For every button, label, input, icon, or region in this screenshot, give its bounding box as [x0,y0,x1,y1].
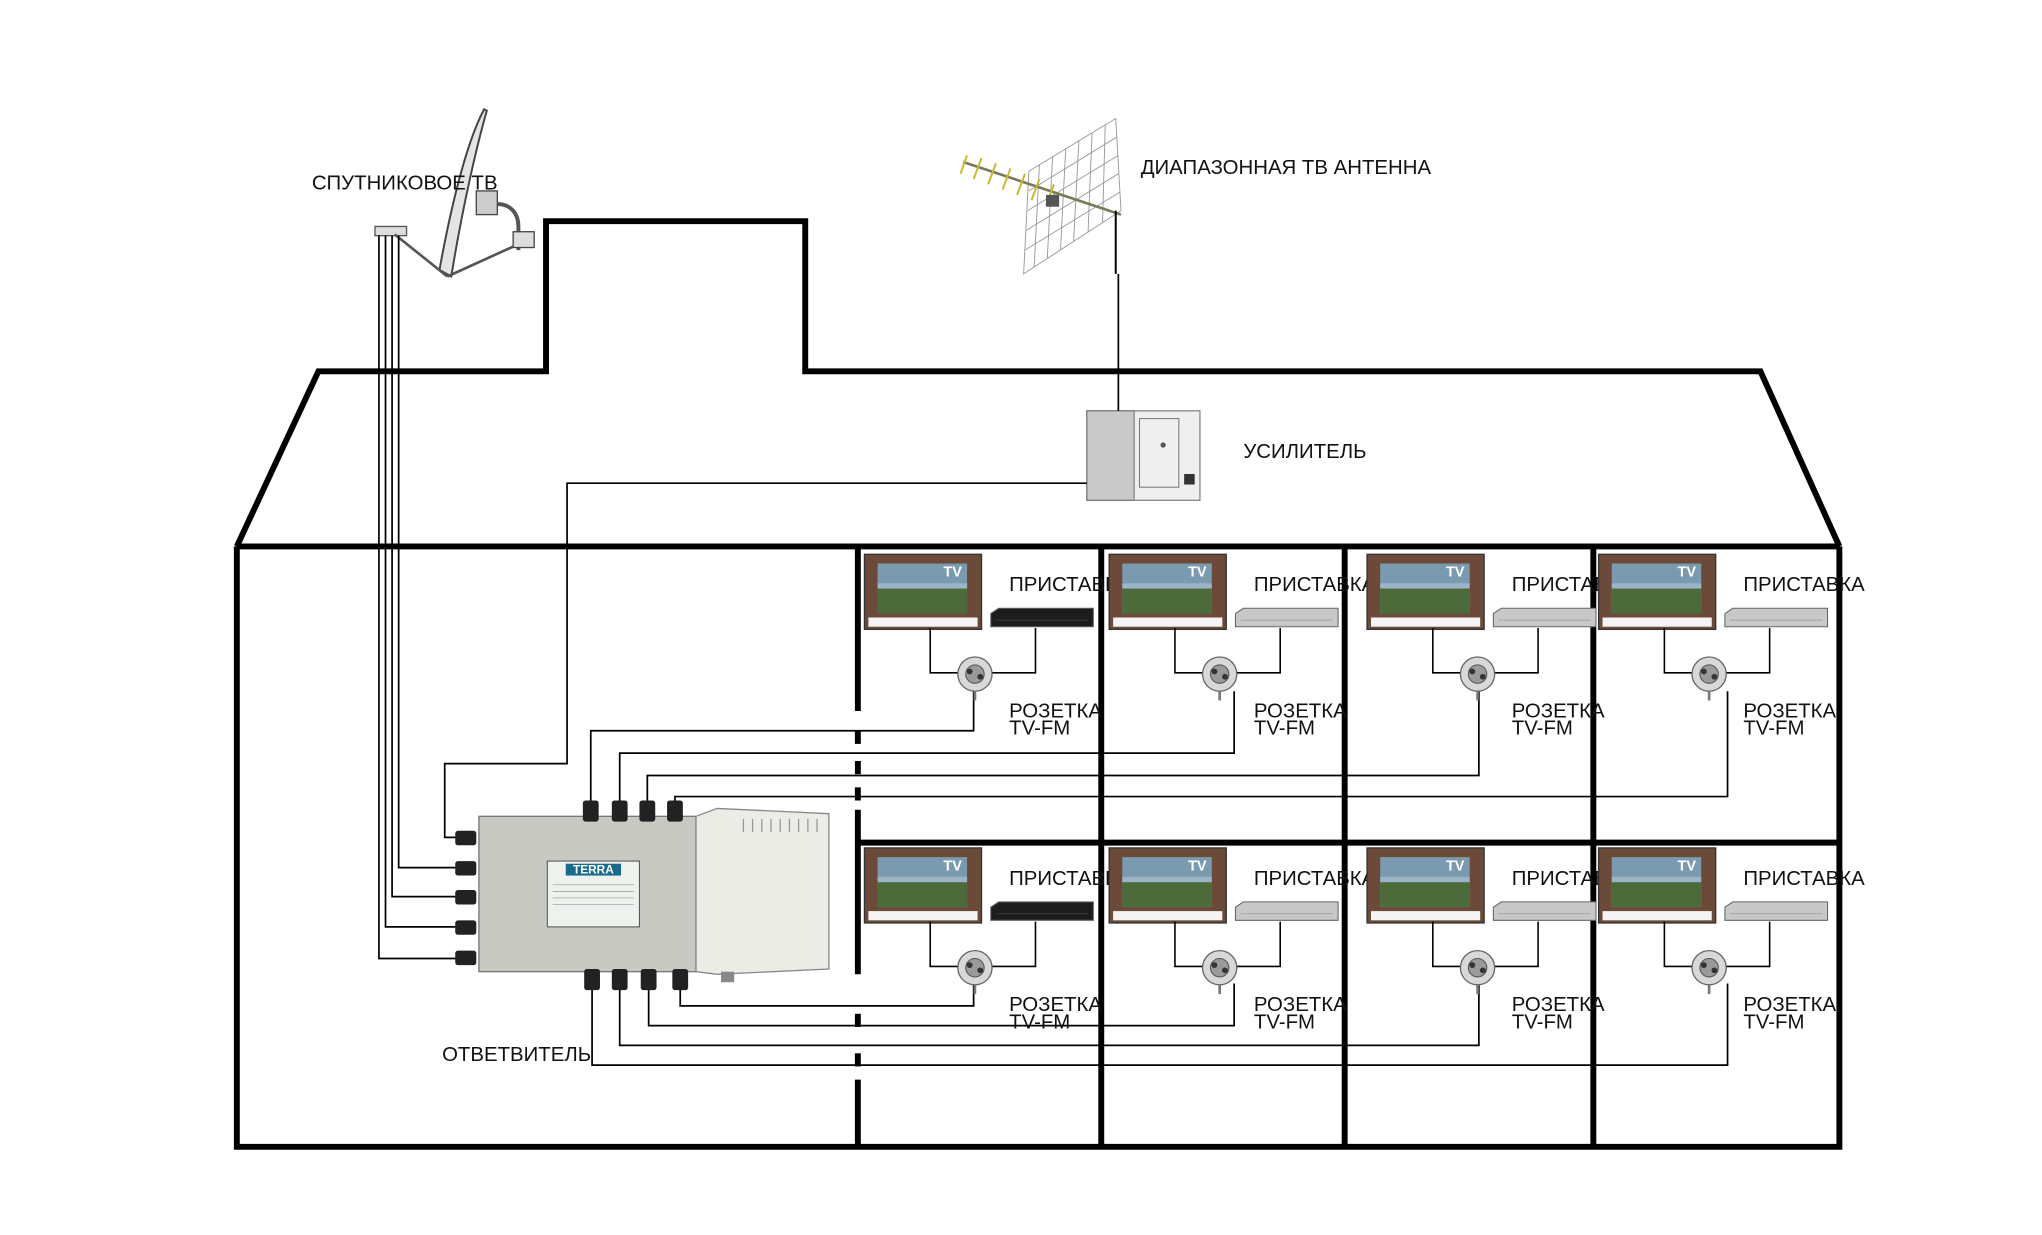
socket-type-label: TV-FM [1009,1011,1070,1033]
tv-icon: TV [1597,847,1717,924]
settop-box-icon [990,607,1094,628]
settop-label: ПРИСТАВКА [1009,574,1131,596]
tv-icon: TV [1366,847,1485,924]
settop-label: ПРИСТАВКА [1254,868,1376,890]
rooms: TVПРИСТАВКАРОЗЕТКАTV-FMTVПРИСТАВКАРОЗЕТК… [863,553,1865,1033]
socket-label: РОЗЕТКА [1009,701,1102,723]
settop-box-icon [1724,607,1829,628]
antenna-label: ДИАПАЗОННАЯ ТВ АНТЕННА [1141,157,1432,179]
room-wiring [1174,628,1281,674]
amplifier-icon [1086,410,1201,501]
wall-socket-icon [1201,949,1238,995]
socket-type-label: TV-FM [1743,1011,1804,1033]
multiswitch-icon: TERRA [455,800,830,991]
room-wiring [1174,921,1281,968]
socket-type-label: TV-FM [1743,718,1804,740]
socket-label: РОЗЕТКА [1743,701,1836,723]
socket-label: РОЗЕТКА [1743,994,1836,1016]
room-wiring [929,921,1037,968]
socket-type-label: TV-FM [1512,1011,1573,1033]
tv-icon: TV [1108,553,1227,631]
wall-socket-icon [957,949,993,995]
tv-label: TV [1678,565,1697,581]
multiswitch-brand: TERRA [573,863,614,877]
tv-icon: TV [1108,847,1227,924]
room-wiring [1432,921,1539,968]
settop-label: ПРИСТАВКА [1743,868,1865,890]
splitter-label: ОТВЕТВИТЕЛЬ [442,1044,591,1066]
satellite-label: СПУТНИКОВОЕ ТВ [312,173,498,195]
settop-label: ПРИСТАВКА [1009,868,1131,890]
socket-type-label: TV-FM [1009,718,1070,740]
room-wiring [1432,628,1539,674]
tv-label: TV [1678,858,1697,874]
tv-label: TV [943,858,962,874]
socket-type-label: TV-FM [1254,718,1315,740]
wall-socket-icon [1691,656,1727,701]
socket-type-label: TV-FM [1512,718,1573,740]
settop-box-icon [1492,901,1597,921]
socket-label: РОЗЕТКА [1512,994,1605,1016]
tv-icon: TV [863,847,983,924]
tv-label: TV [1188,858,1207,874]
socket-label: РОЗЕТКА [1254,994,1347,1016]
tv-antenna-icon [959,117,1122,275]
house-outline [233,218,1843,1150]
wall-socket-icon [1201,656,1238,701]
socket-type-label: TV-FM [1254,1011,1315,1033]
socket-label: РОЗЕТКА [1009,994,1102,1016]
settop-box-icon [1234,901,1339,921]
wall-socket-icon [957,656,993,701]
cables [378,235,1729,1067]
settop-box-icon [1234,607,1339,628]
tv-label: TV [943,565,962,581]
wall-socket-icon [1459,949,1496,995]
socket-label: РОЗЕТКА [1512,701,1605,723]
tv-icon: TV [863,553,983,631]
settop-box-icon [1724,901,1829,921]
settop-box-icon [990,901,1094,921]
wall-socket-icon [1691,949,1727,995]
tv-label: TV [1188,565,1207,581]
satellite-dish-icon [374,107,535,279]
amplifier-label: УСИЛИТЕЛЬ [1243,441,1366,463]
tv-icon: TV [1597,553,1717,631]
settop-label: ПРИСТАВКА [1254,574,1376,596]
room-wiring [1663,921,1771,968]
socket-label: РОЗЕТКА [1254,701,1347,723]
tv-label: TV [1446,565,1465,581]
room-wiring [1663,628,1771,674]
tv-icon: TV [1366,553,1485,631]
settop-box-icon [1492,607,1597,628]
room-wiring [929,628,1037,674]
settop-label: ПРИСТАВКА [1743,574,1865,596]
wall-socket-icon [1459,656,1496,701]
tv-label: TV [1446,858,1465,874]
